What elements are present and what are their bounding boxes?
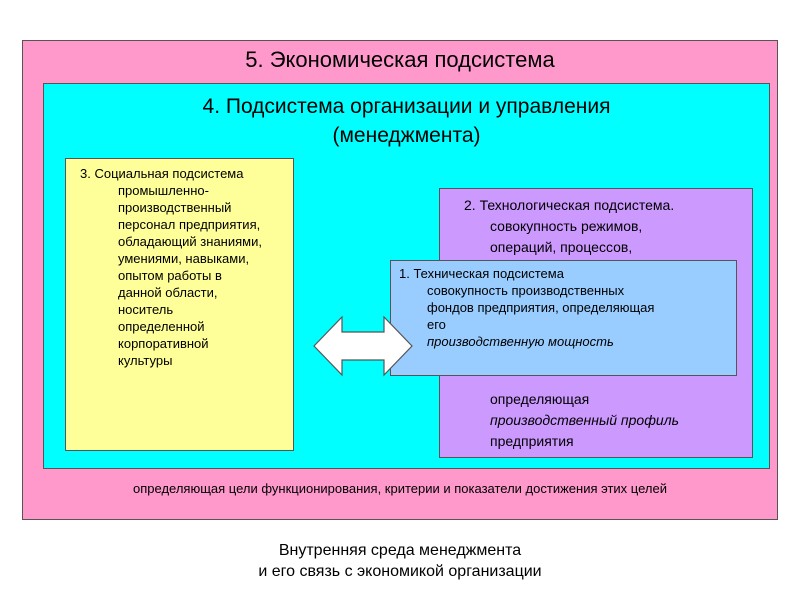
management-title-line2: (менеджмента) bbox=[332, 124, 481, 147]
social-line: носитель bbox=[118, 302, 174, 317]
technical-line3-italic: производственную мощность bbox=[427, 334, 614, 349]
economic-subsystem-box: 5. Экономическая подсистема 4. Подсистем… bbox=[22, 40, 778, 520]
technical-line1: совокупность производственных bbox=[427, 283, 625, 298]
technical-subsystem-description: совокупность производственных фондов пре… bbox=[427, 282, 727, 350]
social-line: корпоративной bbox=[118, 336, 209, 351]
technological-subsystem-heading: 2. Технологическая подсистема. bbox=[464, 197, 675, 213]
social-line: культуры bbox=[118, 353, 173, 368]
social-line: персонал предприятия, bbox=[118, 217, 261, 232]
technical-line3: его производственную мощность bbox=[427, 316, 727, 350]
technical-subsystem-heading: 1. Техническая подсистема bbox=[399, 266, 564, 281]
technological-subsystem-purpose: определяющая производственный профиль пр… bbox=[490, 389, 679, 452]
social-subsystem-description: промышленно- производственный персонал п… bbox=[118, 182, 290, 369]
management-subsystem-box: 4. Подсистема организации и управления (… bbox=[43, 83, 770, 469]
social-line: определенной bbox=[118, 319, 205, 334]
economic-subsystem-caption: определяющая цели функционирования, крит… bbox=[133, 481, 667, 496]
economic-subsystem-title: 5. Экономическая подсистема bbox=[245, 47, 555, 72]
social-line: данной области, bbox=[118, 285, 218, 300]
technological-line1: совокупность режимов, bbox=[490, 218, 643, 234]
technical-line3-prefix: его bbox=[427, 317, 446, 332]
social-subsystem-box: 3. Социальная подсистема промышленно- пр… bbox=[65, 158, 294, 451]
social-line: обладающий знаниями, bbox=[118, 234, 262, 249]
management-subsystem-title: 4. Подсистема организации и управления (… bbox=[44, 92, 769, 150]
slide-footer-title: Внутренняя среда менеджмента и его связь… bbox=[0, 540, 800, 582]
footer-line2: и его связь с экономикой организации bbox=[258, 563, 542, 580]
footer-line1: Внутренняя среда менеджмента bbox=[278, 542, 522, 559]
technological-bottom-line1: определяющая bbox=[490, 391, 590, 407]
technological-bottom-line3: предприятия bbox=[490, 433, 574, 449]
technical-line2: фондов предприятия, определяющая bbox=[427, 300, 655, 315]
social-subsystem-heading: 3. Социальная подсистема bbox=[80, 166, 244, 181]
social-line: промышленно- bbox=[118, 183, 209, 198]
social-line: производственный bbox=[118, 200, 232, 215]
social-line: опытом работы в bbox=[118, 268, 222, 283]
double-arrow-shape bbox=[313, 315, 413, 377]
double-arrow-icon bbox=[313, 315, 413, 377]
social-line: умениями, навыками, bbox=[118, 251, 250, 266]
management-title-line1: 4. Подсистема организации и управления bbox=[202, 95, 611, 118]
technological-line2: операций, процессов, bbox=[490, 239, 633, 255]
technological-bottom-line2: производственный профиль bbox=[490, 412, 679, 428]
technical-subsystem-box: 1. Техническая подсистема совокупность п… bbox=[390, 260, 737, 376]
